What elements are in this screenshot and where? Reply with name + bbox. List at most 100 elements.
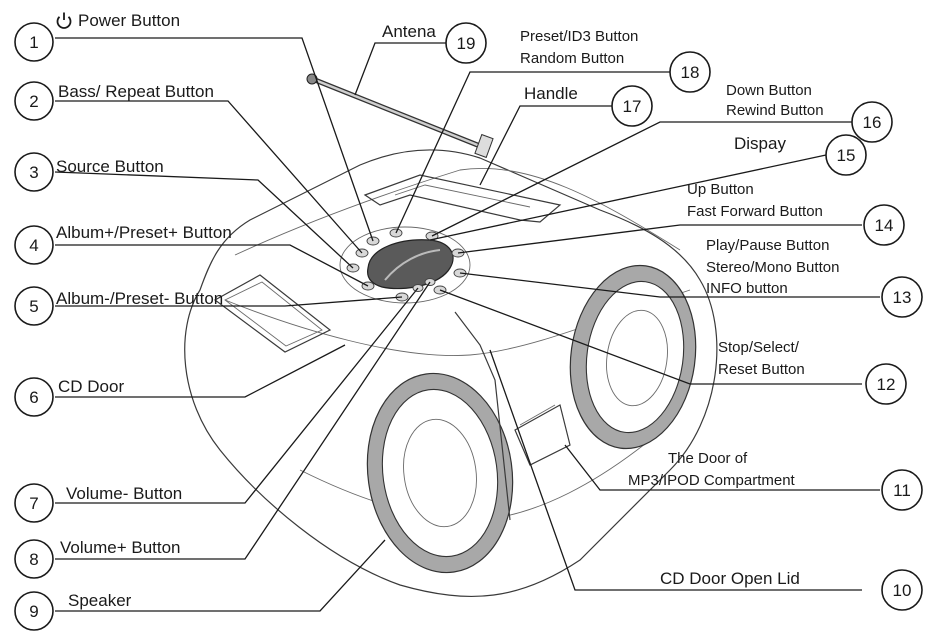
leader-14 bbox=[457, 224, 862, 254]
leader-10 bbox=[489, 349, 862, 591]
callout-5: 5 Album-/Preset- Button bbox=[14, 286, 223, 326]
callout-19: 19 Antena bbox=[382, 22, 487, 64]
callout-12-label-line2: Reset Button bbox=[718, 361, 805, 378]
leader-4 bbox=[55, 244, 369, 287]
leader-16 bbox=[431, 121, 855, 237]
cd-door-inner bbox=[224, 281, 323, 347]
leader-2 bbox=[55, 100, 363, 254]
callout-17-label: Handle bbox=[524, 84, 578, 103]
antenna-highlight bbox=[308, 76, 487, 150]
power-symbol-icon bbox=[56, 12, 72, 29]
callout-17: 17 Handle bbox=[524, 84, 653, 127]
leader-lines bbox=[54, 37, 880, 612]
callout-4: 4 Album+/Preset+ Button bbox=[14, 223, 232, 265]
callout-18-number: 18 bbox=[681, 63, 700, 82]
callout-11-number: 11 bbox=[893, 481, 911, 500]
callout-15-label: Dispay bbox=[734, 134, 786, 153]
callout-16-label-line2: Rewind Button bbox=[726, 102, 824, 119]
leader-9 bbox=[55, 539, 386, 612]
callout-14-label-line2: Fast Forward Button bbox=[687, 203, 823, 220]
callout-13: 13 Play/Pause Button Stereo/Mono Button … bbox=[706, 237, 923, 318]
callout-2-label: Bass/ Repeat Button bbox=[58, 82, 214, 101]
callout-6-label: CD Door bbox=[58, 377, 124, 396]
handle-inner bbox=[394, 184, 531, 208]
callout-16-label-line1: Down Button bbox=[726, 82, 812, 99]
leader-13 bbox=[459, 272, 880, 298]
callout-10-label: CD Door Open Lid bbox=[660, 569, 800, 588]
callout-14-label-line1: Up Button bbox=[687, 181, 754, 198]
leader-5 bbox=[55, 296, 403, 307]
callout-1: 1 Power Button bbox=[14, 11, 180, 62]
callout-5-label: Album-/Preset- Button bbox=[56, 289, 223, 308]
callout-8-number: 8 bbox=[29, 550, 38, 569]
callout-7-number: 7 bbox=[29, 494, 38, 513]
callout-16-number: 16 bbox=[863, 113, 882, 132]
leader-19 bbox=[354, 42, 446, 96]
callout-3-label: Source Button bbox=[56, 157, 164, 176]
callout-9: 9 Speaker bbox=[14, 591, 132, 631]
leader-6 bbox=[55, 344, 346, 398]
callout-18-label-line2: Random Button bbox=[520, 50, 624, 67]
right-speaker-cone bbox=[585, 280, 685, 434]
callout-5-number: 5 bbox=[29, 297, 38, 316]
callout-11: 11 The Door of MP3/IPOD Compartment bbox=[628, 450, 923, 511]
boombox-illustration bbox=[184, 73, 718, 598]
callout-7: 7 Volume- Button bbox=[14, 483, 182, 523]
callout-4-label: Album+/Preset+ Button bbox=[56, 223, 232, 242]
callout-11-label-line2: MP3/IPOD Compartment bbox=[628, 472, 796, 489]
callout-13-label-line1: Play/Pause Button bbox=[706, 237, 829, 254]
callout-13-number: 13 bbox=[893, 288, 912, 307]
handle-shape bbox=[363, 174, 562, 223]
leader-3 bbox=[54, 171, 354, 269]
display-glare bbox=[384, 249, 441, 281]
left-speaker-center bbox=[403, 418, 477, 528]
control-panel bbox=[339, 226, 471, 304]
callout-15-number: 15 bbox=[837, 146, 856, 165]
callout-12-label-line1: Stop/Select/ bbox=[718, 339, 800, 356]
callout-14-number: 14 bbox=[875, 216, 894, 235]
mp3-door-slot bbox=[519, 404, 556, 426]
callout-19-number: 19 bbox=[457, 34, 476, 53]
callout-18-label-line1: Preset/ID3 Button bbox=[520, 28, 638, 45]
callout-9-number: 9 bbox=[29, 602, 38, 621]
leader-1 bbox=[55, 37, 374, 242]
callout-1-number: 1 bbox=[29, 33, 38, 52]
leader-11 bbox=[564, 444, 880, 491]
callout-9-label: Speaker bbox=[68, 591, 132, 610]
callout-10-number: 10 bbox=[893, 581, 912, 600]
callout-2-number: 2 bbox=[29, 92, 38, 111]
leader-12 bbox=[439, 289, 862, 385]
callout-12: 12 Stop/Select/ Reset Button bbox=[718, 339, 907, 405]
callout-15: 15 Dispay bbox=[734, 134, 867, 176]
callout-11-label-line1: The Door of bbox=[668, 450, 748, 467]
left-speaker-cone bbox=[381, 388, 499, 558]
right-speaker-center bbox=[606, 309, 668, 407]
callout-8: 8 Volume+ Button bbox=[14, 538, 181, 579]
body-top-edge bbox=[234, 168, 681, 256]
callout-6-number: 6 bbox=[29, 388, 38, 407]
callout-10: 10 CD Door Open Lid bbox=[660, 569, 923, 611]
cd-lid-tab bbox=[454, 311, 511, 521]
cd-door-shape bbox=[213, 274, 332, 353]
display-screen bbox=[367, 239, 454, 290]
mp3-ipod-door bbox=[514, 404, 571, 466]
callout-16: 16 Down Button Rewind Button bbox=[726, 82, 893, 143]
callout-8-label: Volume+ Button bbox=[60, 538, 181, 557]
callout-1-label: Power Button bbox=[78, 11, 180, 30]
boombox-body bbox=[184, 149, 718, 598]
leader-15 bbox=[429, 154, 827, 241]
callout-13-label-line2: Stereo/Mono Button bbox=[706, 259, 839, 276]
antenna-base bbox=[474, 133, 494, 159]
callout-14: 14 Up Button Fast Forward Button bbox=[687, 181, 905, 246]
callout-12-number: 12 bbox=[877, 375, 896, 394]
leader-18 bbox=[395, 71, 672, 234]
callout-7-label: Volume- Button bbox=[66, 484, 182, 503]
callout-2: 2 Bass/ Repeat Button bbox=[14, 81, 214, 121]
callout-4-number: 4 bbox=[29, 236, 38, 255]
leader-7 bbox=[55, 287, 419, 504]
callout-13-label-line3: INFO button bbox=[706, 280, 788, 297]
callout-3: 3 Source Button bbox=[14, 152, 164, 192]
callout-6: 6 CD Door bbox=[14, 377, 124, 417]
callout-18: 18 Preset/ID3 Button Random Button bbox=[520, 28, 711, 93]
